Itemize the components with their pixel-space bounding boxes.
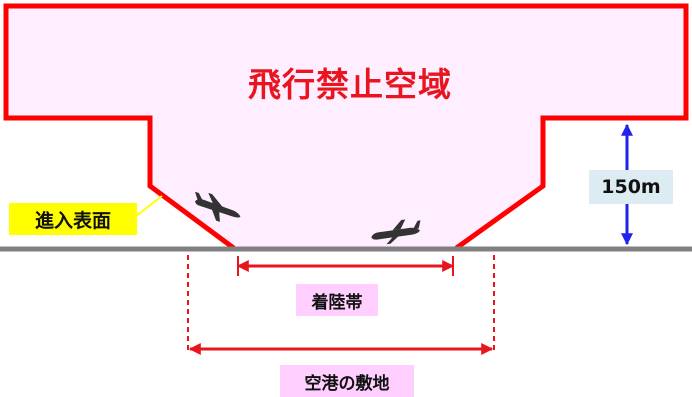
no-fly-zone-label: 飛行禁止空域 (248, 65, 452, 104)
airport-property-label: 空港の敷地 (280, 365, 414, 397)
approach-label-pointer (135, 195, 163, 217)
airplane-landing-icon (195, 191, 241, 222)
runway-strip-label: 着陸帯 (296, 284, 378, 316)
approach-surface-label: 進入表面 (9, 203, 137, 235)
height-label: 150m (589, 170, 673, 204)
airplane-on-ground-icon (371, 219, 421, 245)
